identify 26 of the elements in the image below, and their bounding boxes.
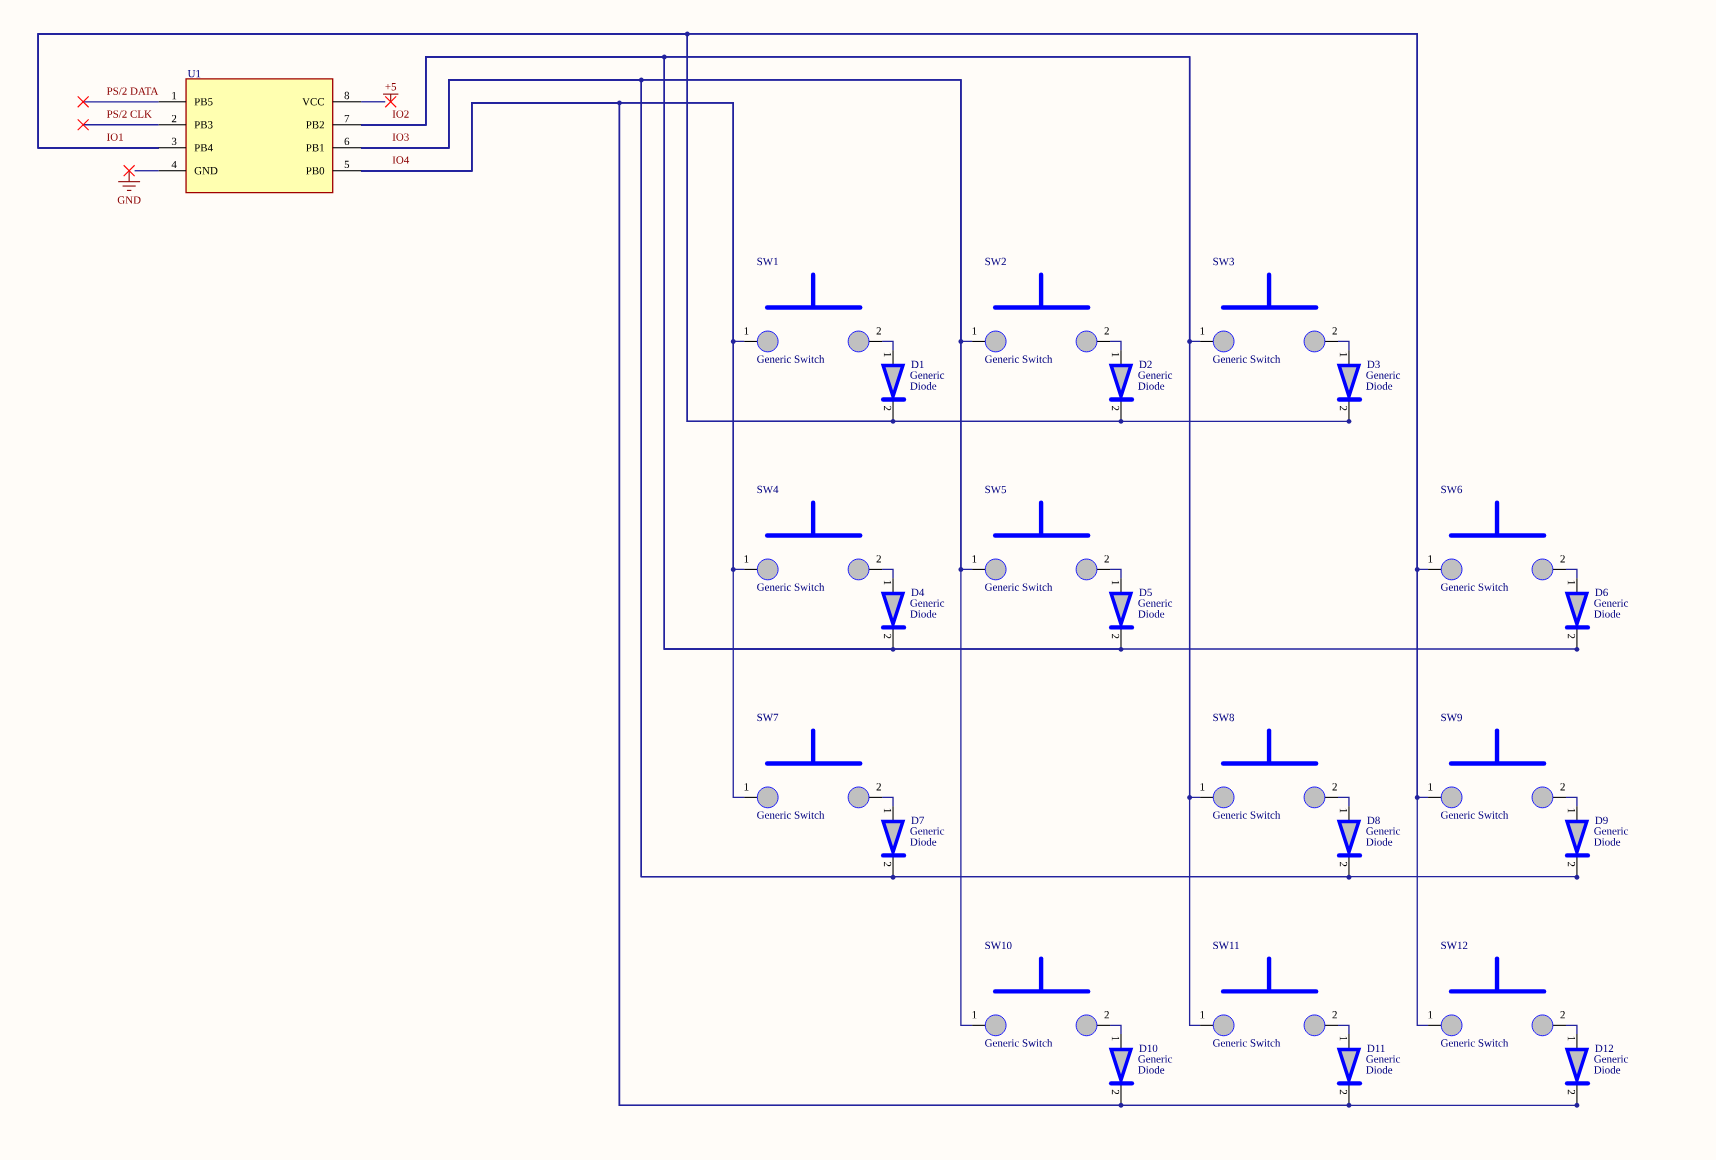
wire — [1337, 796, 1350, 807]
wire — [1565, 796, 1578, 807]
net-label: PS/2 DATA — [106, 87, 159, 95]
wire — [360, 56, 1578, 650]
wire — [360, 102, 1578, 1106]
net-label: IO4 — [392, 156, 410, 164]
wire — [82, 124, 160, 126]
net-label: IO1 — [107, 133, 123, 141]
wire — [133, 170, 160, 172]
wire — [360, 101, 386, 103]
net-label: IO3 — [392, 133, 409, 141]
net-label: IO2 — [392, 110, 409, 118]
wire — [1565, 568, 1578, 579]
wire — [82, 101, 160, 103]
wire — [1565, 1024, 1578, 1035]
wire — [360, 79, 1578, 878]
wire — [1109, 1024, 1122, 1035]
wire — [1337, 1024, 1350, 1035]
wire — [881, 568, 894, 579]
net-label: PS/2 CLK — [106, 110, 152, 118]
wire — [1109, 340, 1122, 351]
wire — [881, 796, 894, 807]
wire — [1109, 568, 1122, 579]
wire — [37, 33, 1350, 422]
wire — [881, 340, 894, 351]
wire — [1337, 340, 1350, 351]
